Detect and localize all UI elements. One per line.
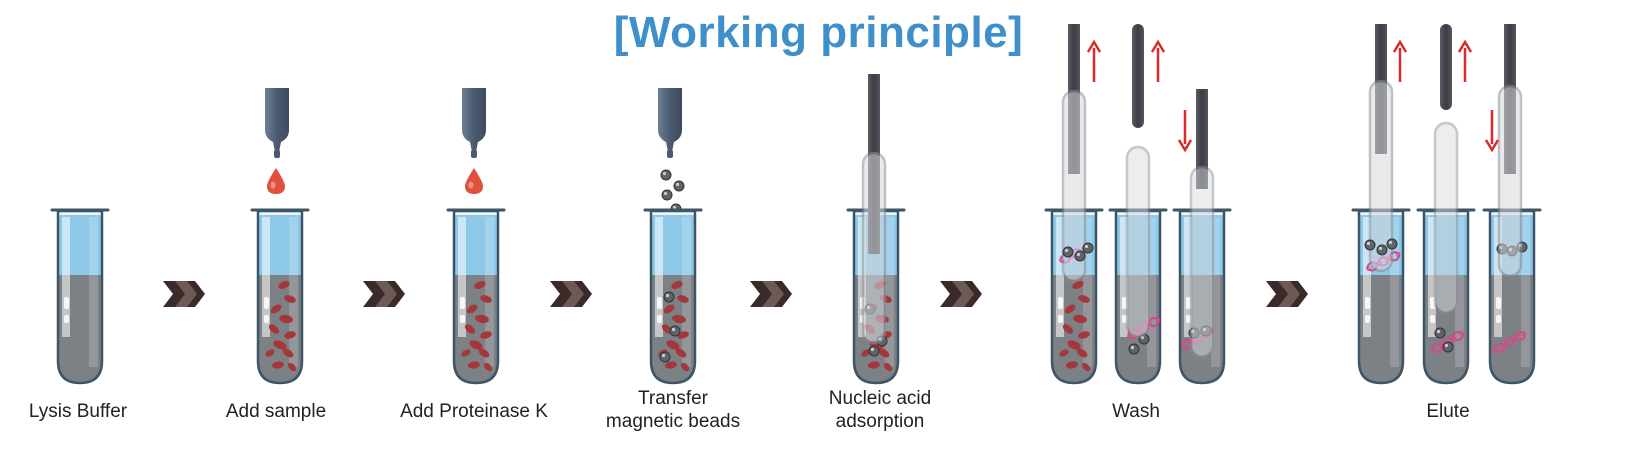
blood-drop-icon [267, 168, 285, 194]
tube-lysis-buffer [52, 210, 108, 395]
pipette-icon [265, 88, 289, 158]
tube-add-proteinase-k [448, 210, 504, 395]
falling-beads [660, 169, 685, 215]
diagram-title: [Working principle] [613, 8, 1024, 57]
arrow-up-icon [1457, 40, 1473, 84]
chevron-arrow-icon [940, 281, 982, 307]
wash-rod-2 [1125, 24, 1151, 339]
elute-rod-1 [1364, 24, 1398, 273]
chevron-arrow-icon [750, 281, 792, 307]
chevron-arrow-icon [550, 281, 592, 307]
arrow-down-icon [1177, 108, 1193, 152]
step-label-nucleic-acid-adsorption: Nucleic acid adsorption [828, 388, 932, 432]
step-label-add-proteinase-k: Add Proteinase K [400, 401, 548, 422]
arrow-down-icon [1484, 108, 1500, 152]
wash-rod-3 [1189, 89, 1215, 359]
blood-drop-icon [465, 168, 483, 194]
step-label-wash: Wash [1112, 401, 1160, 422]
pipette-icon [462, 88, 486, 158]
tube-transfer-beads [645, 210, 701, 395]
arrow-up-icon [1086, 40, 1102, 84]
chevron-arrow-icon [1266, 281, 1308, 307]
elute-rod-2 [1433, 24, 1459, 315]
magnetic-rod [861, 74, 887, 345]
chevron-arrow-icon [363, 281, 405, 307]
wash-rod-1 [1061, 24, 1094, 283]
tube-add-sample [252, 210, 308, 395]
step-label-transfer-magnetic-beads: Transfer magnetic beads [605, 388, 741, 432]
pipette-icon [658, 88, 682, 158]
step-label-add-sample: Add sample [225, 401, 327, 422]
chevron-arrow-icon [163, 281, 205, 307]
step-label-elute: Elute [1426, 401, 1470, 422]
arrow-up-icon [1392, 40, 1408, 84]
step-label-lysis-buffer: Lysis Buffer [28, 401, 128, 422]
elute-rod-3 [1497, 24, 1523, 278]
arrow-up-icon [1150, 40, 1166, 84]
